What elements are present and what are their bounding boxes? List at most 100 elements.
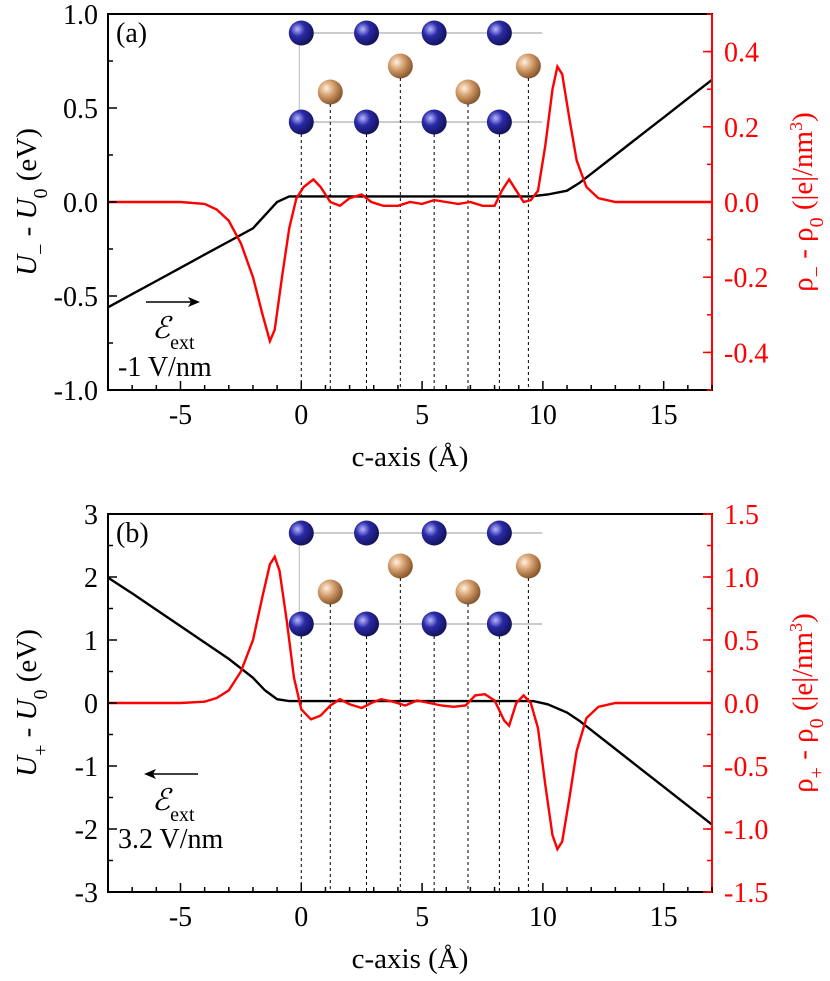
ylabel-left-unit: (eV) (11, 629, 43, 689)
atom-blue (354, 611, 380, 637)
ylabel-right-part: (|e|/nm (787, 130, 819, 217)
y-right-tick-label: 0.4 (724, 38, 759, 69)
y-right-tick-label: 0.5 (724, 626, 759, 657)
ylabel-left-sub0: 0 (30, 690, 52, 700)
atom-blue (421, 611, 447, 637)
ylabel-right-part: ) (787, 613, 819, 623)
atom-copper (515, 553, 541, 579)
density-line-b (108, 554, 712, 852)
ylabel-right-part: + (806, 767, 828, 778)
atom-copper (387, 53, 413, 79)
x-tick-label: 0 (294, 400, 308, 431)
y-right-tick-label: -0.4 (724, 338, 768, 369)
x-tick-label: -5 (169, 400, 192, 431)
ylabel-right-part: − (806, 266, 828, 277)
y-right-tick-label: 0.2 (724, 113, 759, 144)
y-left-tick-label: 0 (84, 689, 98, 720)
atom-blue (354, 520, 380, 546)
atom-blue (354, 20, 380, 46)
x-axis-label-a: c-axis (Å) (352, 441, 469, 473)
ylabel-right-part: - ρ (787, 227, 819, 266)
crystal-structure-a (288, 20, 543, 135)
right-axis-ticks-b: -1.5 -1.0 -0.5 0.0 0.5 1.0 1.5 (703, 500, 768, 909)
right-axis-label-a: ρ− - ρ0 (|e|/nm3) (786, 112, 828, 292)
potential-line-a (107, 78, 713, 309)
x-tick-label: 15 (650, 902, 678, 933)
atom-blue (421, 20, 447, 46)
atom-copper (317, 579, 343, 605)
atom-blue (486, 520, 512, 546)
left-axis-label-a: U− - U0 (eV) (11, 128, 52, 276)
y-right-tick-label: 1.5 (724, 500, 759, 531)
ylabel-right-part: 3 (786, 122, 806, 131)
ylabel-right-part: 0 (806, 217, 828, 227)
field-symbol-sub: ext (170, 804, 195, 826)
x-tick-label: 5 (415, 400, 429, 431)
potential-line-b (107, 576, 713, 826)
left-axis-ticks-a: -1.0-0.50.00.51.0 (54, 0, 117, 407)
atom-blue (288, 611, 314, 637)
ylabel-right-part: - ρ (787, 728, 819, 767)
y-right-tick-label: 1.0 (724, 563, 759, 594)
y-right-tick-label: -0.2 (724, 263, 768, 294)
atom-plane-guides-a (300, 78, 529, 390)
atom-copper (387, 553, 413, 579)
right-axis-ticks-a: -0.4 -0.2 0.0 0.2 0.4 (703, 13, 768, 391)
y-left-tick-label: -0.5 (54, 282, 98, 313)
ylabel-left-minus: - (11, 720, 43, 744)
ylabel-right-part: 0 (806, 718, 828, 728)
ylabel-left-u0: U (11, 196, 43, 219)
x-tick-label: 15 (650, 400, 678, 431)
atom-blue (486, 20, 512, 46)
ylabel-left-unit: (eV) (11, 128, 43, 188)
atom-blue (486, 611, 512, 637)
field-value-b: 3.2 V/nm (118, 824, 223, 855)
atom-copper (515, 53, 541, 79)
ylabel-right-part: ρ (787, 778, 819, 792)
ylabel-left-symbol: U (11, 754, 43, 777)
y-right-tick-label: -1.0 (724, 815, 768, 846)
ylabel-left-sub0: 0 (30, 189, 52, 199)
field-symbol-a: ℰext (152, 312, 195, 354)
atom-copper (317, 79, 343, 105)
ylabel-left-minus: - (11, 219, 43, 243)
atom-blue (354, 109, 380, 135)
x-tick-label: -5 (169, 902, 192, 933)
ylabel-right-part: ) (787, 112, 819, 122)
y-right-tick-label: 0.0 (724, 188, 759, 219)
atom-blue (421, 520, 447, 546)
y-left-tick-label: -1 (75, 752, 98, 783)
atom-copper (455, 79, 481, 105)
ylabel-left-sub: − (30, 244, 52, 255)
atom-blue (288, 520, 314, 546)
y-left-tick-label: 2 (84, 563, 98, 594)
atom-copper (455, 579, 481, 605)
panel-label-a: (a) (116, 18, 147, 49)
field-arrowhead-a (188, 297, 200, 307)
y-right-tick-label: 0.0 (724, 689, 759, 720)
atom-blue (288, 109, 314, 135)
atom-blue (486, 109, 512, 135)
atom-plane-guides-b (300, 578, 529, 892)
field-arrowhead-b (144, 769, 156, 779)
ylabel-right-part: (|e|/nm (787, 631, 819, 718)
density-line-a (108, 63, 712, 345)
atom-blue (288, 20, 314, 46)
x-axis-label-b: c-axis (Å) (352, 943, 469, 975)
y-right-tick-label: -1.5 (724, 878, 768, 909)
ylabel-right-part: ρ (787, 277, 819, 291)
y-left-tick-label: 0.5 (63, 94, 98, 125)
ylabel-right-part: 3 (786, 623, 806, 632)
y-left-tick-label: -3 (75, 878, 98, 909)
field-annotation-b: ℰext 3.2 V/nm (118, 769, 223, 855)
y-left-tick-label: -1.0 (54, 376, 98, 407)
y-left-tick-label: 0.0 (63, 188, 98, 219)
y-right-tick-label: -0.5 (724, 752, 768, 783)
ylabel-left-u0: U (11, 697, 43, 720)
